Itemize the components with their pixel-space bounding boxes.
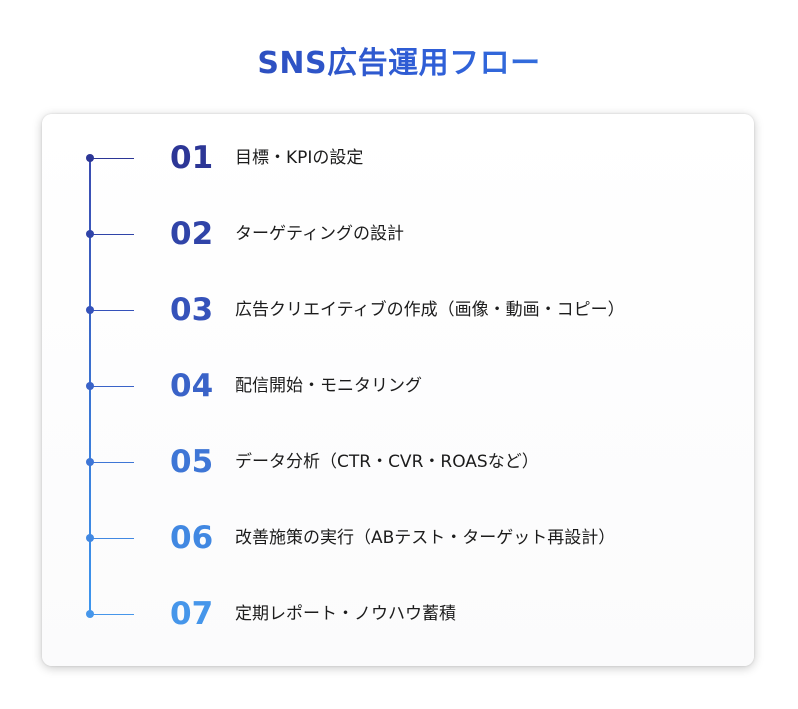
timeline-connector [90,614,134,615]
step-number: 02 [170,216,214,252]
step-item: 02 ターゲティングの設計 [0,216,798,274]
step-item: 05 データ分析（CTR・CVR・ROASなど） [0,444,798,502]
flow-card [42,114,754,666]
step-item: 04 配信開始・モニタリング [0,368,798,426]
step-number: 06 [170,520,214,556]
step-number: 04 [170,368,214,404]
timeline-connector [90,234,134,235]
timeline-connector [90,462,134,463]
timeline-connector [90,386,134,387]
step-item: 01 目標・KPIの設定 [0,140,798,198]
timeline-connector [90,158,134,159]
timeline-connector [90,538,134,539]
step-item: 07 定期レポート・ノウハウ蓄積 [0,596,798,654]
step-number: 05 [170,444,214,480]
step-label: 配信開始・モニタリング [235,376,422,396]
step-label: 改善施策の実行（ABテスト・ターゲット再設計） [235,528,616,548]
step-item: 03 広告クリエイティブの作成（画像・動画・コピー） [0,292,798,350]
step-number: 03 [170,292,214,328]
step-label: 目標・KPIの設定 [235,148,364,168]
step-item: 06 改善施策の実行（ABテスト・ターゲット再設計） [0,520,798,578]
step-label: ターゲティングの設計 [235,224,404,244]
step-label: 広告クリエイティブの作成（画像・動画・コピー） [235,300,625,320]
timeline-connector [90,310,134,311]
step-label: 定期レポート・ノウハウ蓄積 [235,604,456,624]
step-number: 07 [170,596,214,632]
page-title: SNS広告運用フロー [0,38,798,82]
step-label: データ分析（CTR・CVR・ROASなど） [235,452,539,472]
step-number: 01 [170,140,214,176]
